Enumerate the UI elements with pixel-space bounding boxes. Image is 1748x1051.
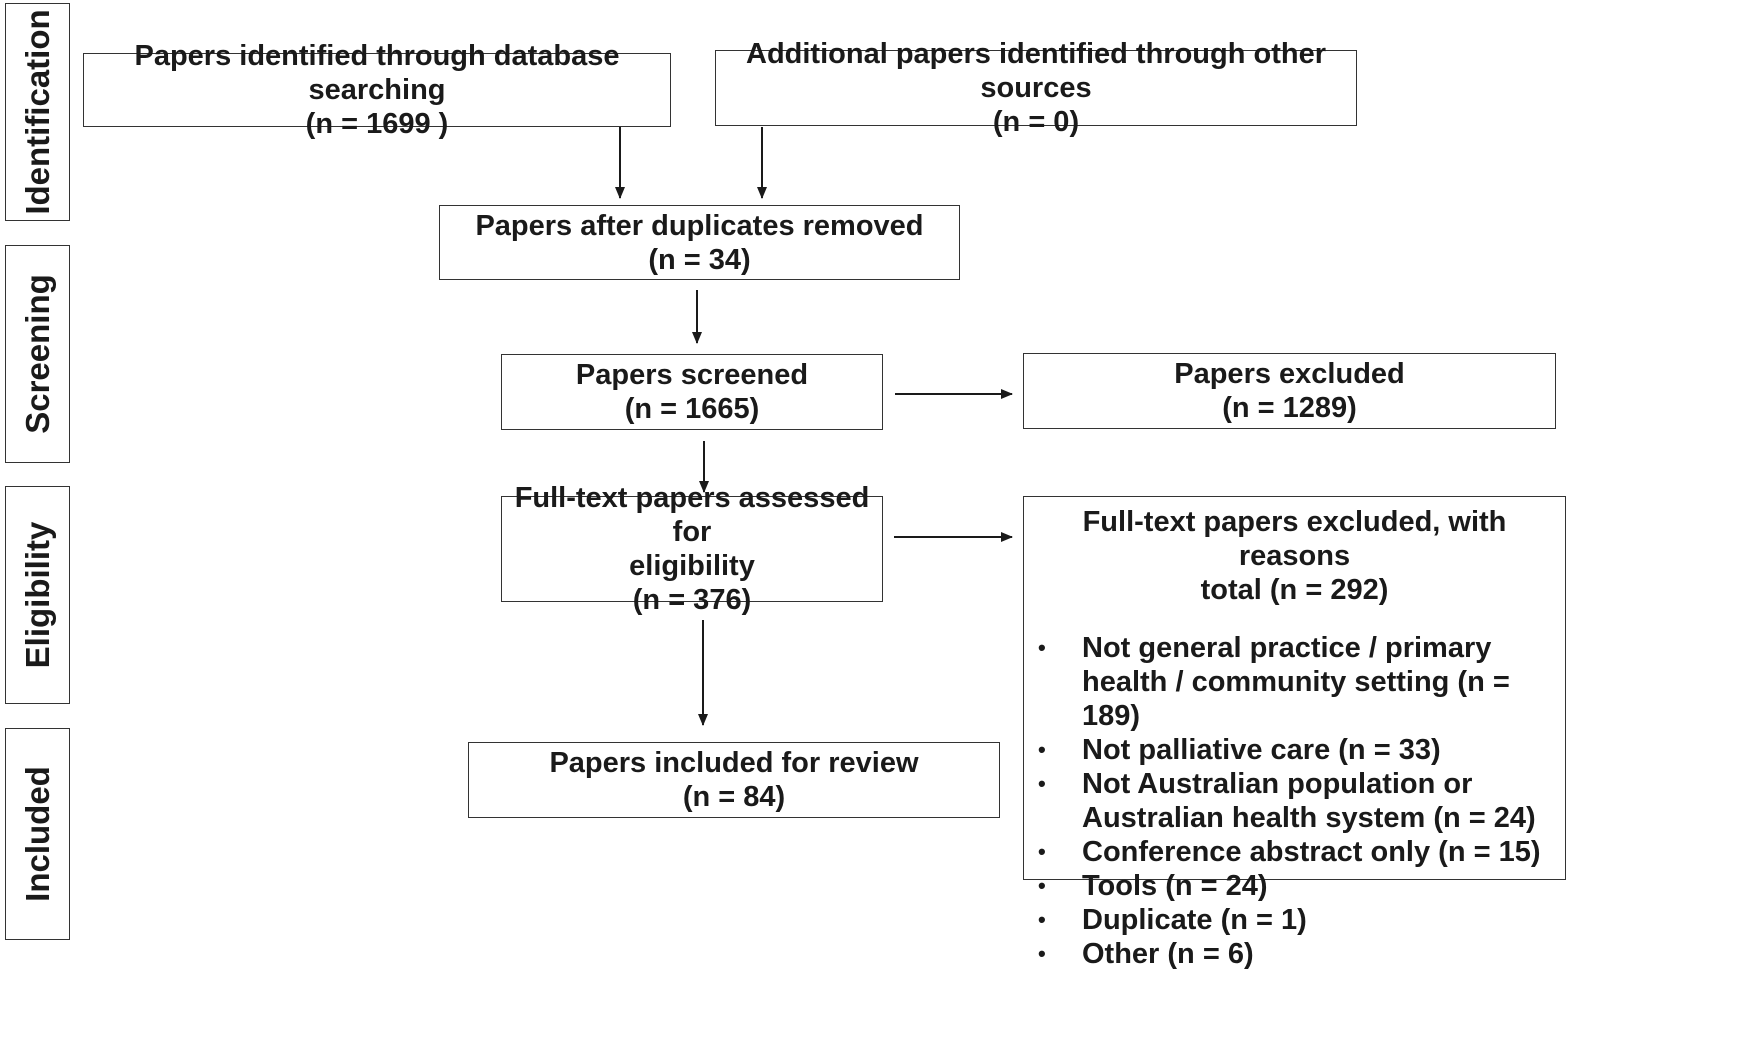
after-duplicates-title: Papers after duplicates removed — [475, 209, 924, 242]
included-review-title: Papers included for review — [549, 747, 919, 779]
exclusion-reason: Not palliative care (n = 33) — [1024, 733, 1555, 767]
identified-database-box: Papers identified through database searc… — [83, 40, 671, 140]
after-duplicates-box: Papers after duplicates removed (n = 34) — [439, 205, 960, 280]
screened-count: (n = 1665) — [624, 393, 760, 425]
exclusion-reason: Duplicate (n = 1) — [1024, 903, 1555, 937]
exclusion-reason: Other (n = 6) — [1024, 937, 1555, 971]
fulltext-excluded-box: Full-text papers excluded, with reasons … — [1023, 496, 1566, 971]
exclusion-reason: Not general practice / primary health / … — [1024, 631, 1555, 733]
phase-identification: Identification — [5, 3, 70, 221]
exclusion-reason: Conference abstract only (n = 15) — [1024, 835, 1555, 869]
screened-box: Papers screened (n = 1665) — [501, 354, 883, 430]
identified-database-title: Papers identified through database searc… — [134, 40, 620, 106]
excluded-box: Papers excluded (n = 1289) — [1023, 353, 1556, 429]
exclusion-reason: Tools (n = 24) — [1024, 869, 1555, 903]
screened-title: Papers screened — [575, 359, 809, 391]
excluded-title: Papers excluded — [1174, 358, 1405, 390]
exclusion-reason: Not Australian population or Australian … — [1024, 767, 1555, 835]
fulltext-excluded-title: Full-text papers excluded, with reasons — [1082, 506, 1507, 572]
included-review-count: (n = 84) — [682, 781, 786, 813]
fulltext-assessed-title-line1: Full-text papers assessed for — [514, 482, 870, 548]
exclusion-reasons-list: Not general practice / primary health / … — [1024, 631, 1565, 971]
fulltext-assessed-count: (n = 376) — [632, 584, 752, 616]
fulltext-assessed-box: Full-text papers assessed for eligibilit… — [501, 482, 883, 616]
identified-other-title: Additional papers identified through oth… — [746, 38, 1326, 104]
phase-screening: Screening — [5, 245, 70, 463]
fulltext-excluded-total: total (n = 292) — [1200, 574, 1389, 606]
after-duplicates-count: (n = 34) — [648, 243, 751, 276]
identified-other-count: (n = 0) — [992, 106, 1080, 138]
fulltext-assessed-title-line2: eligibility — [629, 550, 755, 582]
included-review-box: Papers included for review (n = 84) — [468, 742, 1000, 818]
identified-database-count: (n = 1699 ) — [305, 108, 449, 140]
excluded-count: (n = 1289) — [1222, 392, 1357, 424]
identified-other-box: Additional papers identified through oth… — [715, 38, 1357, 138]
phase-included: Included — [5, 728, 70, 940]
phase-eligibility: Eligibility — [5, 486, 70, 704]
